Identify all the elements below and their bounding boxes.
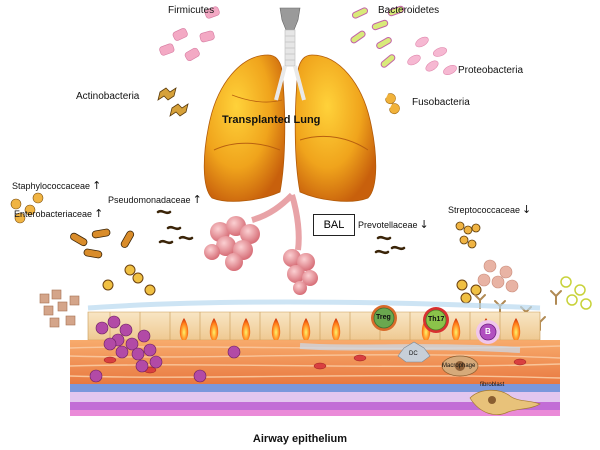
trachea bbox=[279, 7, 301, 67]
label-enterobacteriaceae: Enterobacteriaceae↑ bbox=[14, 208, 103, 219]
dc-cell bbox=[397, 341, 431, 363]
trend-up-icon: ↑ bbox=[94, 207, 104, 220]
label-proteobacteria: Proteobacteria bbox=[458, 65, 524, 76]
proteobacteria-icons bbox=[407, 36, 457, 75]
purple-infiltrate bbox=[89, 315, 241, 383]
lungs bbox=[203, 54, 377, 202]
trend-down-icon: ↓ bbox=[522, 203, 532, 216]
label-macrophage: Macrophage bbox=[442, 363, 476, 369]
staphylococcaceae-icons bbox=[10, 192, 44, 224]
enterobacteriaceae-icons bbox=[70, 228, 135, 259]
streptococcaceae-text: Streptococcaceae bbox=[448, 205, 521, 215]
fusobacteria-icons bbox=[385, 93, 400, 114]
particle-cubes bbox=[39, 289, 80, 328]
prevotellaceae-text: Prevotellaceae bbox=[358, 220, 418, 230]
staphylococcaceae-text: Staphylococcaceae bbox=[12, 181, 91, 191]
trend-up-icon: ↑ bbox=[192, 193, 202, 206]
label-treg: Treg bbox=[376, 314, 391, 321]
label-fibroblast: fibroblast bbox=[480, 382, 505, 388]
bal-box: BAL bbox=[313, 214, 355, 236]
prevotellaceae-icons bbox=[374, 235, 406, 255]
streptococcaceae-icons bbox=[455, 221, 481, 249]
bacteroidetes-icons bbox=[350, 5, 405, 68]
pink-spheres bbox=[477, 259, 519, 293]
label-staphylococcaceae: Staphylococcaceae↑ bbox=[12, 180, 101, 191]
label-streptococcaceae: Streptococcaceae↓ bbox=[448, 204, 531, 215]
pseudomonadaceae-text: Pseudomonadaceae bbox=[108, 195, 191, 205]
th17-cell bbox=[423, 307, 449, 333]
label-pseudomonadaceae: Pseudomonadaceae↑ bbox=[108, 194, 202, 205]
label-transplanted-lung: Transplanted Lung bbox=[222, 114, 321, 126]
fibroblast-cell bbox=[469, 389, 541, 415]
alveoli-cluster bbox=[204, 192, 318, 295]
macrophage-cell bbox=[441, 355, 479, 377]
label-actinobacteria: Actinobacteria bbox=[76, 91, 140, 102]
label-firmicutes: Firmicutes bbox=[168, 5, 215, 16]
label-dc: DC bbox=[409, 351, 418, 357]
label-airway-epithelium: Airway epithelium bbox=[252, 433, 348, 445]
label-fusobacteria: Fusobacteria bbox=[412, 97, 470, 108]
treg-cell bbox=[371, 305, 397, 331]
enterobacteriaceae-text: Enterobacteriaceae bbox=[14, 209, 93, 219]
label-th17: Th17 bbox=[428, 316, 445, 323]
label-prevotellaceae: Prevotellaceae↓ bbox=[358, 219, 429, 230]
label-bacteroidetes: Bacteroidetes bbox=[378, 5, 440, 16]
trend-down-icon: ↓ bbox=[419, 218, 429, 231]
trend-up-icon: ↑ bbox=[92, 179, 102, 192]
label-b-cell: B bbox=[485, 327, 491, 336]
spiky-bacteria bbox=[102, 264, 482, 304]
actinobacteria-icons bbox=[157, 87, 189, 117]
b-cell bbox=[476, 320, 500, 344]
pseudomonadaceae-icons bbox=[156, 209, 194, 245]
ring-bacteria bbox=[560, 276, 592, 310]
firmicutes-icons bbox=[159, 6, 220, 62]
